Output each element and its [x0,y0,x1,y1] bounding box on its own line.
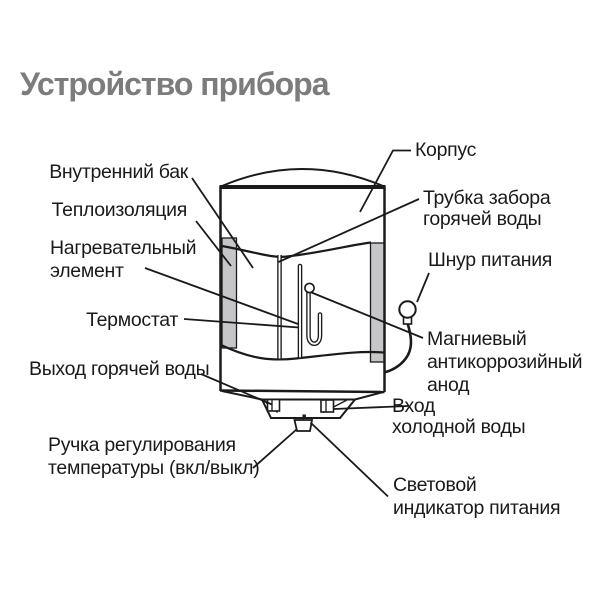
leader-inner-tank [191,177,254,269]
label-power-cord: Шнур питания [428,249,553,271]
power-indicator-dot [302,414,306,418]
anode-knob [304,282,315,294]
leader-temp-knob [252,428,298,469]
label-thermostat: Термостат [86,309,178,331]
label-anode: Магниевый антикоррозийный анод [427,328,583,396]
label-case: Корпус [415,139,477,161]
label-heating-element: Нагревательный элемент [50,237,197,282]
insulation-strips [221,237,386,363]
temperature-knob [293,419,314,432]
hot-water-fitting [266,398,281,412]
label-intake-tube: Трубка забора горячей воды [423,187,551,230]
label-insulation: Теплоизоляция [51,199,188,221]
leader-insulation [195,220,232,267]
leader-intake-tube [278,198,420,263]
leader-thermostat [183,318,300,329]
inner-tank-outline [220,241,384,361]
leader-power-indicator [309,421,389,498]
bottom-cap [221,390,384,432]
label-hot-water-outlet: Выход горячей воды [29,358,210,380]
leader-hot-water-outlet [200,373,273,406]
leader-power-cord [416,272,430,303]
leader-case [359,149,411,213]
label-inner-tank: Внутренний бак [49,161,188,183]
cold-water-fitting [320,399,335,413]
leader-heating-element [144,267,299,325]
heating-element-tube [304,282,323,346]
power-plug-icon [383,300,417,374]
label-temp-knob: Ручка регулирования температуры (вкл/вык… [48,434,260,479]
leader-lines [144,149,430,498]
label-cold-water-inlet: Вход холодной воды [392,395,526,438]
label-power-indicator: Световой индикатор питания [393,474,561,519]
leader-cold-water-inlet [333,405,409,410]
page-title: Устройство прибора [20,66,329,102]
leader-anode [311,291,424,339]
